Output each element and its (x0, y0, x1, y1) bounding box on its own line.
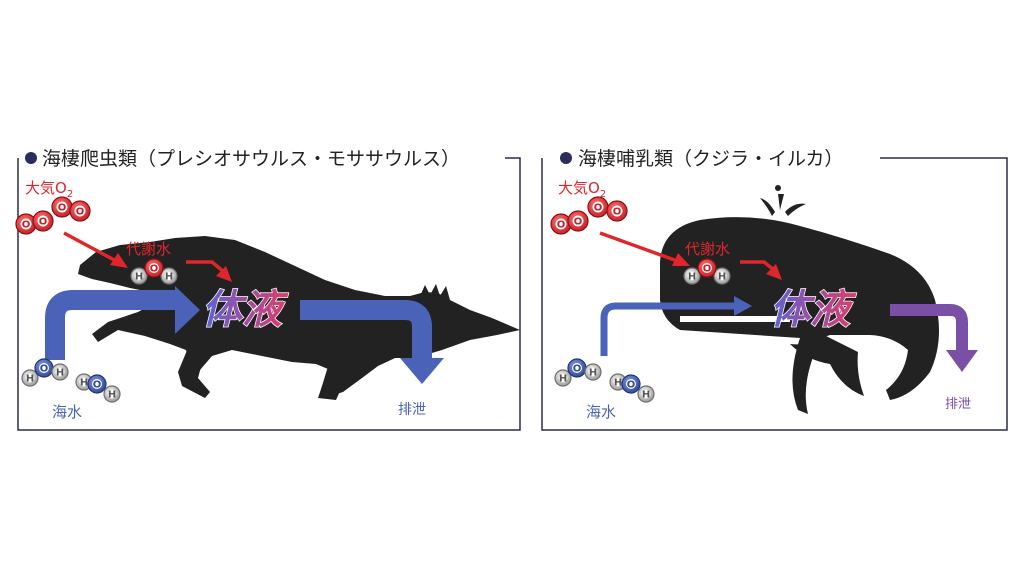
oxygen-atom-letter: O (594, 203, 603, 214)
whale-mouth-line (680, 316, 790, 322)
sea-oxygen-atom-core (572, 363, 582, 373)
sea-oxygen-atom-core (92, 379, 102, 389)
sea-oxygen-atom-letter: O (40, 364, 49, 375)
seawater-inflow-arrow (600, 296, 752, 356)
sea-oxygen-atom-core (626, 379, 636, 389)
hydrogen-atom-core (687, 271, 697, 281)
hydrogen-atom-letter: H (718, 272, 726, 283)
hydrogen-atom-letter: H (108, 390, 116, 401)
oxygen-atom-core (149, 263, 159, 273)
whale-flukes (790, 336, 864, 396)
oxygen-atom-letter: O (150, 264, 159, 275)
bullet-icon (560, 152, 572, 164)
oxygen-atom-core (56, 201, 68, 213)
sea-oxygen-atom-letter: O (93, 380, 102, 391)
excretion-label: 排泄 (398, 402, 426, 418)
hydrogen-atom-letter: H (135, 272, 143, 283)
panel-title: 海棲哺乳類（クジラ・イルカ） (578, 148, 843, 170)
bullet-icon (25, 152, 37, 164)
oxygen-atom-letter: O (22, 220, 31, 231)
excretion-label: 排泄 (945, 397, 971, 412)
oxygen-atom-core (592, 201, 604, 213)
oxygen-atom-letter: O (613, 207, 622, 218)
body-fluid-label: 体液 (202, 287, 289, 333)
excretion-arrow (300, 300, 444, 384)
oxygen-atom-letter: O (76, 207, 85, 218)
seawater-label: 海水 (52, 403, 82, 421)
oxygen-atom-core (20, 218, 32, 230)
oxygen-atom-core (572, 215, 584, 227)
metabolic-water-molecule: H H O (130, 258, 178, 285)
hydrogen-atom-core (717, 271, 727, 281)
air-to-body-arrow (599, 231, 690, 266)
hydrogen-atom-letter: H (688, 272, 696, 283)
mosasaur-ridge (420, 284, 450, 300)
oxygen-atom-letter: O (557, 220, 566, 231)
oxygen-atom-letter: O (574, 217, 583, 228)
hydrogen-atom-core (558, 373, 568, 383)
mosasaur-teeth (84, 270, 140, 281)
mosasaur-rear-flipper (318, 360, 346, 400)
metabolic-to-fluid-arrow (740, 260, 782, 280)
metabolic-water-molecule: H H O (683, 258, 731, 285)
body-fluid-label: 体液 (770, 287, 857, 333)
hydrogen-atom-core (134, 271, 144, 281)
hydrogen-atom-letter: H (559, 374, 567, 385)
seawater-inflow-arrow (45, 286, 200, 360)
spout-icon (760, 185, 806, 216)
hydrogen-atom-core (588, 367, 598, 377)
seawater-label: 海水 (586, 403, 616, 421)
air-oxygen-label: 大気O2 (558, 179, 606, 200)
hydrogen-atom-core (164, 271, 174, 281)
air-oxygen-label: 大気O2 (25, 179, 73, 200)
sea-oxygen-atom-core (39, 363, 49, 373)
hydrogen-atom-letter: H (26, 374, 34, 385)
sea-oxygen-atom-letter: O (627, 380, 636, 391)
oxygen-atom-letter: O (703, 264, 712, 275)
mosasaur-front-flipper (178, 348, 210, 398)
panel-frame (17, 157, 521, 431)
panel-frame (541, 157, 1008, 431)
hydrogen-atom-letter: H (165, 272, 173, 283)
excretion-arrow (890, 304, 978, 372)
hydrogen-atom-core (641, 389, 651, 399)
seawater-molecules: H O H H O H (554, 358, 655, 403)
mosasaur-silhouette (78, 236, 520, 396)
metabolic-to-fluid-arrow (186, 260, 232, 282)
panel-title: 海棲爬虫類（プレシオサウルス・モササウルス） (42, 148, 460, 170)
sea-oxygen-atom-letter: O (573, 364, 582, 375)
metabolic-water-label: 代謝水 (126, 240, 171, 258)
whale-silhouette (660, 217, 939, 414)
oxygen-atom-letter: O (58, 203, 67, 214)
oxygen-atom-core (611, 205, 623, 217)
oxygen-atom-core (37, 215, 49, 227)
seawater-molecules: H O H H O H (21, 358, 121, 403)
hydrogen-atom-core (25, 373, 35, 383)
oxygen-atom-core (74, 205, 86, 217)
metabolic-water-label: 代謝水 (685, 240, 730, 258)
oxygen-atom-letter: O (39, 217, 48, 228)
hydrogen-atom-core (55, 367, 65, 377)
hydrogen-atom-letter: H (56, 368, 64, 379)
hydrogen-atom-core (613, 377, 623, 387)
hydrogen-atom-letter: H (589, 368, 597, 379)
hydrogen-atom-letter: H (614, 378, 622, 389)
oxygen-atom-core (702, 263, 712, 273)
air-to-body-arrow (63, 231, 128, 268)
hydrogen-atom-core (79, 377, 89, 387)
hydrogen-atom-letter: H (642, 390, 650, 401)
hydrogen-atom-core (107, 389, 117, 399)
oxygen-atom-core (555, 218, 567, 230)
hydrogen-atom-letter: H (80, 378, 88, 389)
